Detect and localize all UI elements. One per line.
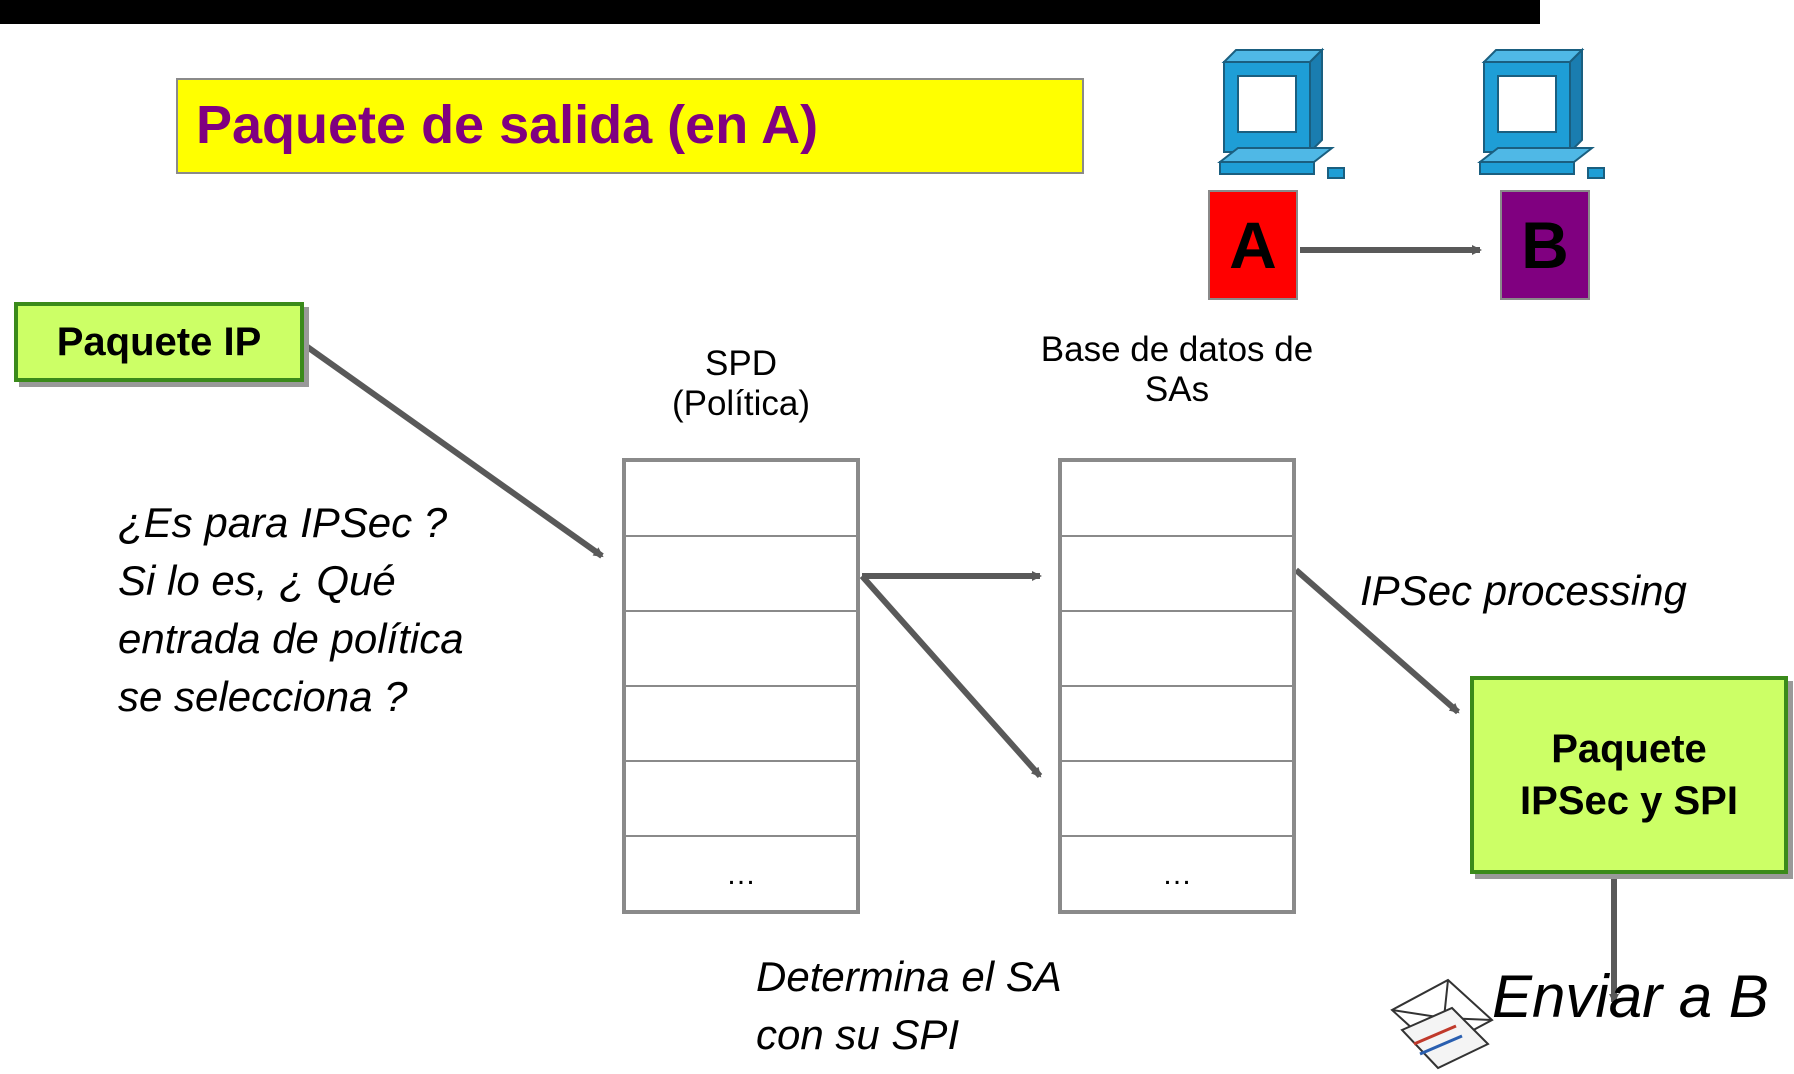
table-row: [1062, 462, 1292, 537]
question-line: se selecciona ?: [118, 673, 408, 720]
page-title: Paquete de salida (en A): [196, 95, 819, 155]
title-box: [176, 78, 1084, 174]
question-text: ¿Es para IPSec ? Si lo es, ¿ Qué entrada…: [118, 494, 464, 726]
determine-line: Determina el SA: [756, 953, 1062, 1000]
computer-icon: [1217, 47, 1345, 179]
arrow-spd-to-sad-lower: [859, 574, 1043, 778]
table-row: [626, 537, 856, 612]
table-row: [626, 462, 856, 537]
sad-table: …: [1058, 458, 1296, 914]
arrow-sad-to-ipsec: [1294, 567, 1460, 715]
table-row: [1062, 612, 1292, 687]
table-row: [1062, 762, 1292, 837]
node-a: A: [1208, 190, 1298, 300]
determine-text: Determina el SA con su SPI: [756, 948, 1062, 1064]
sad-title: Base de datos de SAs: [1008, 330, 1346, 410]
spd-title: SPD (Política): [622, 344, 860, 424]
table-row: [1062, 537, 1292, 612]
ip-packet-box: Paquete IP: [14, 302, 304, 382]
envelope-icon: [1390, 978, 1494, 1070]
question-line: ¿Es para IPSec ?: [118, 499, 448, 546]
spd-title-line: SPD: [705, 344, 777, 383]
send-label: Enviar a B: [1492, 963, 1769, 1030]
table-row: [626, 762, 856, 837]
top-bar: [0, 0, 1540, 24]
question-line: Si lo es, ¿ Qué: [118, 557, 396, 604]
computer-icon: [1477, 47, 1605, 179]
sad-title-line: SAs: [1144, 370, 1210, 409]
arrow-packet-to-spd: [304, 343, 604, 559]
spd-title-line: (Política): [671, 384, 811, 423]
question-line: entrada de política: [118, 615, 464, 662]
node-b: B: [1500, 190, 1590, 300]
spd-table: …: [622, 458, 860, 914]
ipsec-packet-line: Paquete: [1551, 727, 1707, 771]
processing-label: IPSec processing: [1360, 567, 1687, 614]
table-row-ellipsis: …: [1162, 857, 1192, 891]
ipsec-packet-box: Paquete IPSec y SPI: [1470, 676, 1788, 874]
table-row: [1062, 687, 1292, 762]
table-row: [626, 687, 856, 762]
sad-title-line: Base de datos de: [1040, 330, 1314, 369]
table-row: [626, 612, 856, 687]
determine-line: con su SPI: [756, 1011, 960, 1058]
table-row-ellipsis: …: [726, 857, 756, 891]
ipsec-packet-line: IPSec y SPI: [1520, 779, 1738, 823]
